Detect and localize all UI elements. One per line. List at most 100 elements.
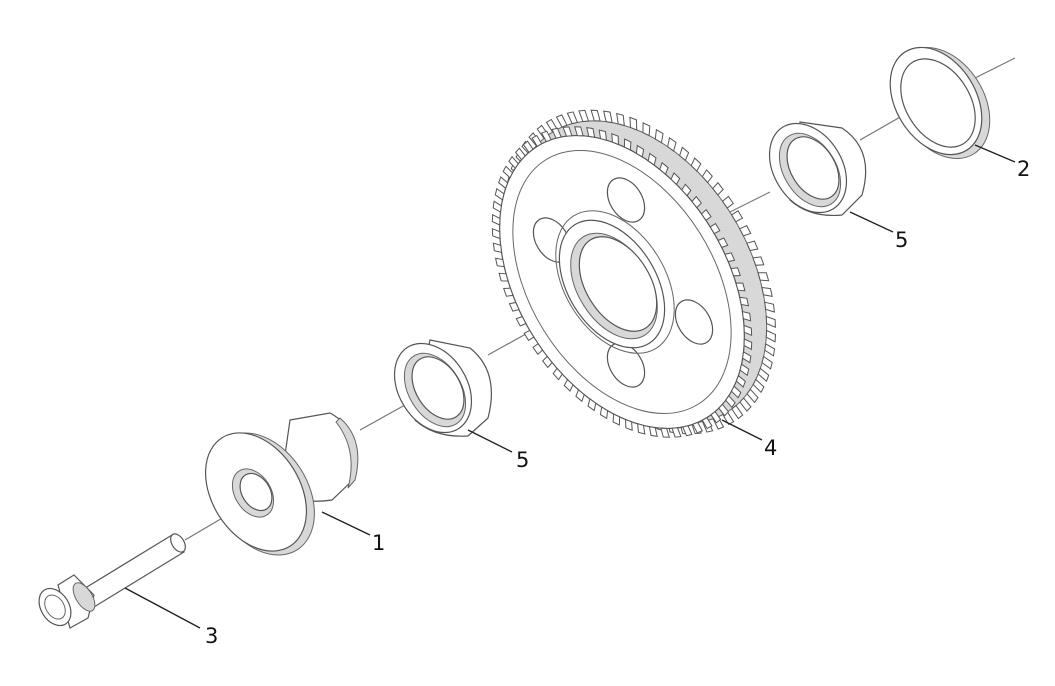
gear-tooth [709,222,721,235]
gear-tooth [637,423,646,435]
gear-tooth [739,296,750,307]
leader-lines [124,144,1016,629]
gear-tooth [765,315,776,328]
callout-4: 4 [764,436,777,460]
gear-tooth [761,355,773,370]
gear-tooth [502,165,514,179]
gear-tooth [671,427,682,438]
gear-tooth [667,137,677,152]
gear-tooth [701,417,713,430]
callout-2: 2 [1017,157,1030,181]
gear-tooth [691,195,702,209]
gear-tooth [681,183,692,197]
gear-tooth [540,130,552,143]
gear-tooth [746,240,759,252]
gear-tooth [741,310,752,322]
gear-tooth [654,128,664,144]
callout-5-upper: 5 [895,228,908,252]
gear-tooth [742,351,752,364]
gear-tooth [642,122,651,137]
gear-tooth [625,418,633,431]
gear-tooth [647,152,657,166]
gear-tooth [761,286,773,298]
gear-tooth [514,147,526,161]
gear-tooth [752,378,765,394]
gear-tooth [701,169,713,184]
gear-tooth [491,213,501,226]
flanged-hub-icon [204,412,359,556]
gear-tooth [603,110,613,124]
gear-tooth [578,109,590,123]
gear-tooth [721,195,734,209]
gear-tooth [690,157,702,172]
gear-tooth [764,343,776,357]
gear-tooth [712,181,724,196]
gear-tooth [531,134,543,147]
gear-tooth [562,126,573,137]
gear-tooth [552,367,563,381]
gear-tooth [670,172,681,186]
gear-tooth [574,126,584,137]
gear-tooth [692,421,704,434]
gear-tooth [563,378,574,392]
gear-tooth [731,404,744,420]
gear-tooth [730,385,742,399]
gear-tooth [586,126,596,138]
gear-tooth [682,425,693,437]
gear-tooth [752,256,765,266]
gear-tooth [491,227,501,240]
gear-tooth [725,395,736,409]
gear-tooth [498,176,509,190]
gear-tooth [598,129,607,141]
bolt-icon [38,533,186,629]
gear-tooth [532,342,544,355]
gear-tooth [555,114,568,128]
gear-tooth [710,410,722,424]
gear-tooth [739,397,752,412]
gear-tooth [498,272,509,282]
gear-tooth [508,155,519,169]
gear-tooth [515,315,527,327]
gear-tooth [700,209,712,222]
gear-tooth [718,403,730,417]
gear-tooth [629,116,638,131]
gear-tooth [623,138,632,151]
gear-tooth [765,329,777,343]
gear-tooth [611,133,619,146]
gear-tooth [757,367,770,383]
gear-tooth [522,140,534,154]
gear-tooth [503,287,514,297]
gear-tooth [635,144,645,158]
gear-tooth [616,112,625,127]
gear-tooth [739,225,752,237]
gear-tooth [724,252,736,263]
gear-tooth [494,257,505,268]
gear-tooth [739,363,750,377]
gear-tooth [746,388,759,404]
gear-tooth [730,267,741,277]
gear-tooth [612,413,621,426]
gear-tooth [551,127,562,139]
gear-tooth [508,301,520,312]
gear-tooth [590,109,601,122]
gear-tooth [648,426,658,438]
gear-tooth [717,237,729,249]
gear-tooth [523,329,535,342]
bushing-icon-lower [393,339,493,437]
gear-tooth [587,398,597,412]
gear-tooth [660,427,670,438]
gear-tooth [659,161,669,176]
gear-tooth [492,200,502,213]
gear-tooth [735,374,746,388]
gear-tooth [542,355,553,369]
gear-tooth [764,301,775,313]
gear-tooth [757,272,770,282]
gear-tooth [492,242,503,254]
gear-tooth [575,388,585,403]
gear-tooth [730,210,744,223]
gear-tooth [679,146,690,162]
thrust-washer-icon [889,46,991,160]
gear-tooth [743,338,753,351]
gear-tooth [599,406,609,420]
